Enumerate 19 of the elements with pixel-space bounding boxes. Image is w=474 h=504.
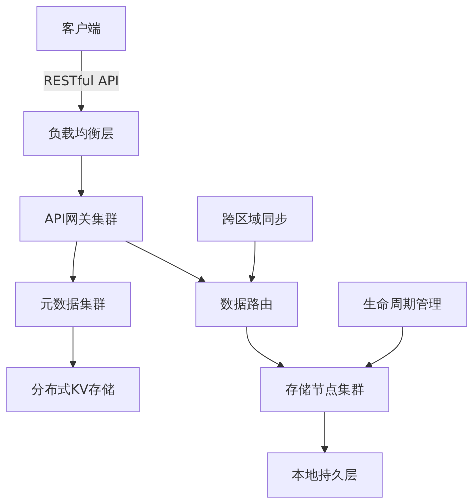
arrow [365, 326, 404, 368]
node-box: 客户端 [36, 6, 126, 52]
arrow [70, 240, 78, 283]
arrow [246, 326, 285, 368]
node-box: 生命周期管理 [338, 282, 468, 328]
node-box: 元数据集群 [15, 282, 132, 328]
node-box: 分布式KV存储 [6, 367, 140, 412]
arrow [126, 240, 206, 283]
arrow [321, 412, 329, 454]
node-box: API网关集群 [20, 196, 144, 242]
edge-label: RESTful API [44, 73, 120, 89]
arrow [70, 326, 77, 368]
node-box: 本地持久层 [267, 452, 383, 498]
node-box: 负载均衡层 [24, 111, 140, 156]
arrow [248, 240, 256, 283]
arrow [78, 156, 86, 198]
node-box: 存储节点集群 [260, 367, 390, 412]
node-box: 数据路由 [196, 282, 298, 328]
node-box: 跨区域同步 [197, 196, 314, 242]
